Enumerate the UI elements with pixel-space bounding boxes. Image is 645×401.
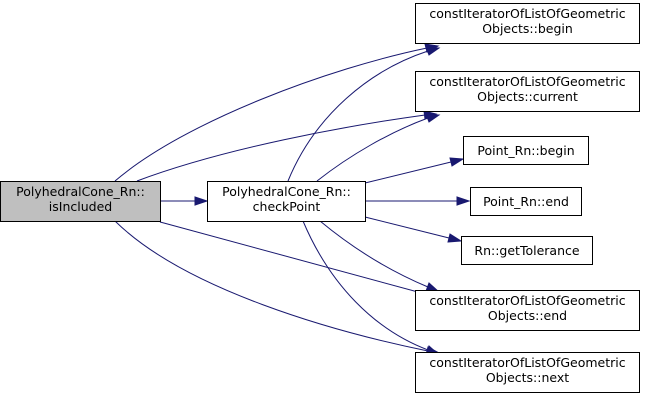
node-label-line1: constIteratorOfListOfGeometric (429, 6, 625, 21)
edge-checkpoint-to-begin (287, 46, 441, 182)
node-label-line2: Objects::current (477, 89, 578, 104)
node-label-line2: Objects::end (488, 308, 567, 323)
node-label-line1: constIteratorOfListOfGeometric (429, 293, 625, 308)
edge-checkpoint-to-point-end (365, 196, 471, 206)
node-point-rn-begin[interactable]: Point_Rn::begin (463, 136, 589, 165)
edge-checkpoint-to-point-begin (364, 157, 465, 184)
edge-isincluded-to-end (159, 221, 443, 300)
node-rn-gettolerance[interactable]: Rn::getTolerance (461, 236, 593, 265)
edge-isincluded-to-begin (114, 43, 440, 182)
node-polyhedralcone-checkpoint[interactable]: PolyhedralCone_Rn:: checkPoint (207, 181, 366, 222)
node-label: Rn::getTolerance (474, 243, 579, 258)
edge-isincluded-to-checkpoint (160, 196, 209, 206)
node-label-line1: PolyhedralCone_Rn:: (16, 184, 145, 199)
edge-checkpoint-to-get-tolerance (364, 216, 463, 243)
node-label-line2: Objects::next (486, 370, 569, 385)
node-polyhedralcone-isincluded[interactable]: PolyhedralCone_Rn:: isIncluded (0, 181, 161, 222)
node-label-line1: constIteratorOfListOfGeometric (429, 74, 625, 89)
edge-checkpoint-to-current (316, 113, 441, 182)
node-label-line2: isIncluded (49, 199, 112, 214)
node-label-line2: checkPoint (253, 199, 321, 214)
node-label: Point_Rn::end (483, 194, 569, 209)
edge-isincluded-to-current (136, 110, 438, 182)
node-iterator-begin[interactable]: constIteratorOfListOfGeometric Objects::… (415, 3, 640, 44)
edge-checkpoint-to-next (302, 220, 441, 356)
node-label-line2: Objects::begin (482, 21, 573, 36)
edge-checkpoint-to-end (319, 220, 441, 293)
node-iterator-next[interactable]: constIteratorOfListOfGeometric Objects::… (415, 352, 640, 393)
node-point-rn-end[interactable]: Point_Rn::end (470, 187, 582, 216)
edge-isincluded-to-next (114, 220, 441, 356)
node-iterator-end[interactable]: constIteratorOfListOfGeometric Objects::… (415, 290, 640, 331)
node-label-line1: constIteratorOfListOfGeometric (429, 355, 625, 370)
node-label: Point_Rn::begin (477, 143, 574, 158)
node-iterator-current[interactable]: constIteratorOfListOfGeometric Objects::… (415, 71, 640, 112)
node-label-line1: PolyhedralCone_Rn:: (222, 184, 351, 199)
